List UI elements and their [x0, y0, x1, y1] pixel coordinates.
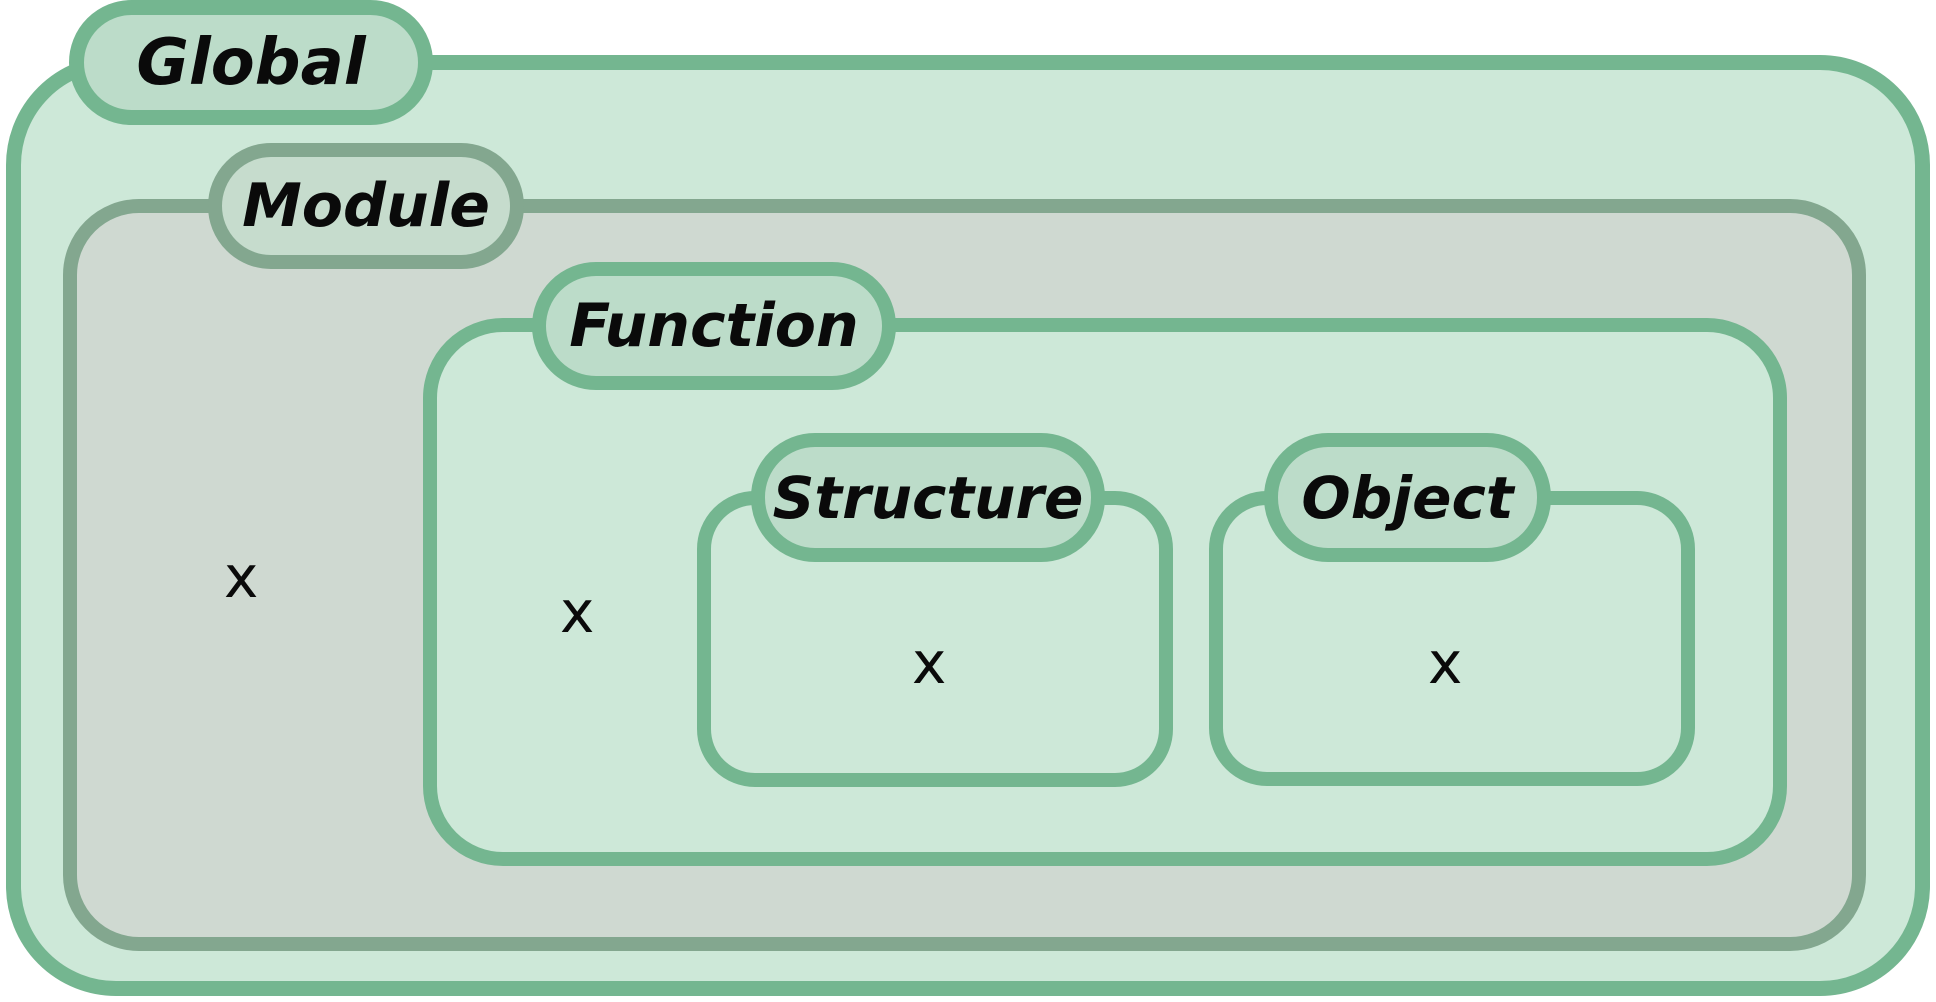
structure-variable-x: x [912, 629, 947, 697]
object-scope-label: Object [1264, 433, 1551, 562]
module-scope-label: Module [208, 143, 524, 269]
function-variable-x: x [560, 578, 595, 646]
global-scope-label: Global [69, 0, 433, 125]
function-scope-label: Function [532, 262, 896, 390]
global-variable-x: x [224, 543, 259, 611]
structure-scope-label: Structure [751, 433, 1105, 562]
object-variable-x: x [1428, 629, 1463, 697]
